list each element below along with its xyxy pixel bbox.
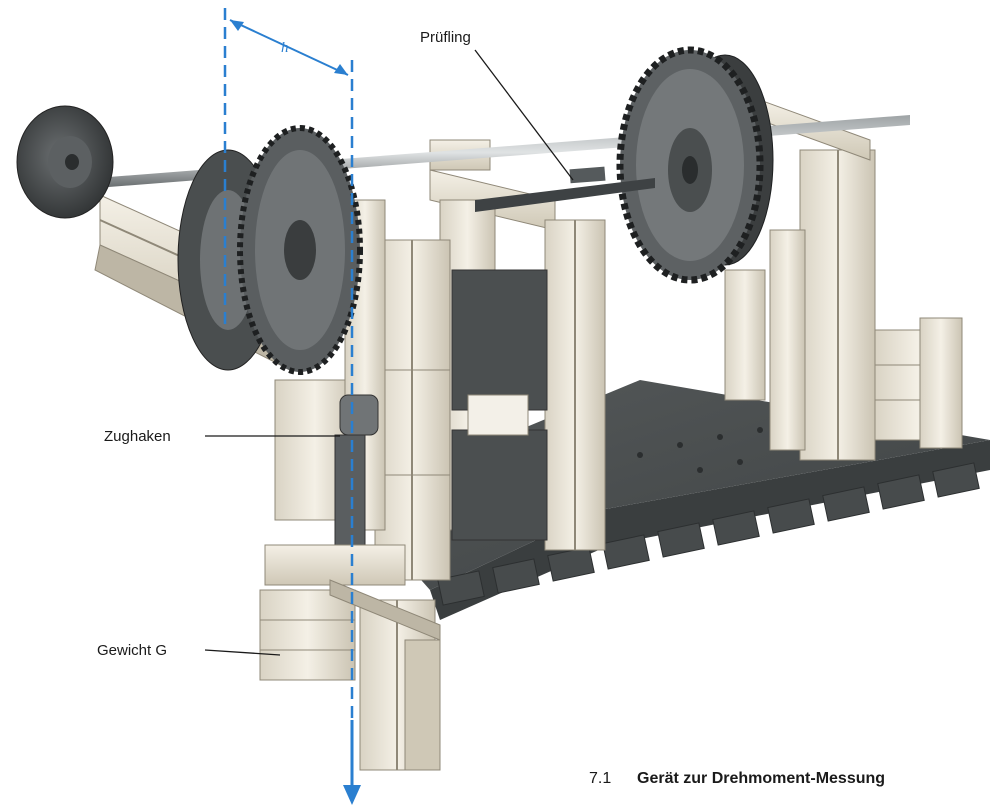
- pull-hook: [334, 394, 379, 546]
- dimension-label: h: [281, 40, 289, 56]
- label-pruefling: Prüfling: [420, 29, 471, 46]
- base-comb-teeth: [437, 462, 980, 606]
- caption-number: 7.1: [589, 770, 611, 787]
- right-tower: [724, 99, 963, 461]
- right-gear-assembly: [616, 46, 774, 284]
- leader-lines: [204, 49, 574, 656]
- leader-gewicht: [204, 649, 281, 656]
- leader-pruefling: [474, 49, 574, 181]
- base-holes: [637, 427, 763, 473]
- dimension-arrow-line: [229, 19, 349, 76]
- left-gear-assembly: [177, 125, 363, 375]
- force-arrow: [343, 720, 361, 805]
- caption-title: Gerät zur Drehmoment-Messung: [637, 770, 885, 787]
- weight-block: [259, 544, 441, 771]
- dimension-h: h: [223, 8, 354, 720]
- label-gewicht: Gewicht G: [97, 642, 167, 659]
- hand-wheel: [16, 105, 114, 219]
- label-zughaken: Zughaken: [104, 428, 171, 445]
- test-specimen: [475, 178, 655, 212]
